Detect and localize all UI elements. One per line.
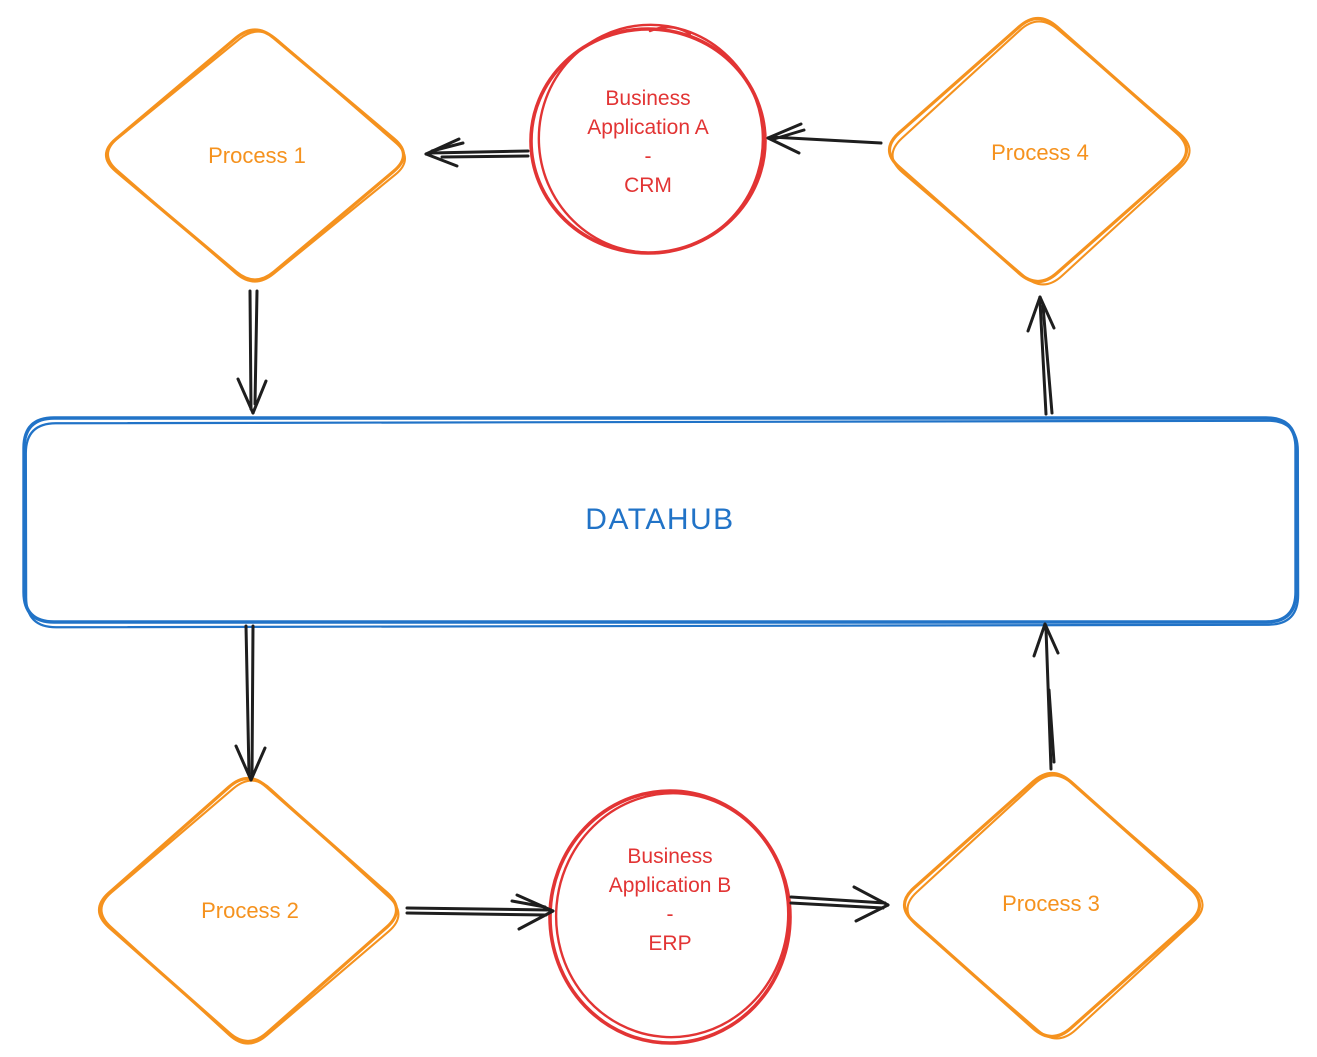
node-process1-label: Process 1 [208,143,306,168]
node-appA-circle [529,23,767,255]
node-process3-diamond [902,771,1204,1040]
node-process4-diamond [887,16,1191,286]
edge-appB-to-process3-arrow [789,885,890,923]
node-datahub-rectangle [22,416,1300,629]
node-appA-label: Business Application A - CRM [587,87,709,197]
node-process1-diamond [104,28,406,283]
edge-datahub-to-process4-arrow [1026,295,1056,416]
edge-datahub-to-process2-arrow [234,624,267,782]
node-datahub-label: DATAHUB [585,503,735,536]
node-process2-label: Process 2 [201,898,299,923]
edge-appA-to-process1-arrow [424,137,530,168]
edge-process4-to-appA-arrow [766,122,883,155]
node-process3-label: Process 3 [1002,891,1100,916]
edge-process2-to-appB-arrow [405,893,555,931]
node-appB-label: Business Application B - ERP [608,845,732,955]
node-process4-label: Process 4 [991,140,1089,165]
node-appB-circle [548,789,792,1045]
edge-process3-to-datahub-arrow [1032,622,1060,771]
node-process2-diamond [97,776,400,1045]
edge-process1-to-datahub-arrow [236,289,268,415]
